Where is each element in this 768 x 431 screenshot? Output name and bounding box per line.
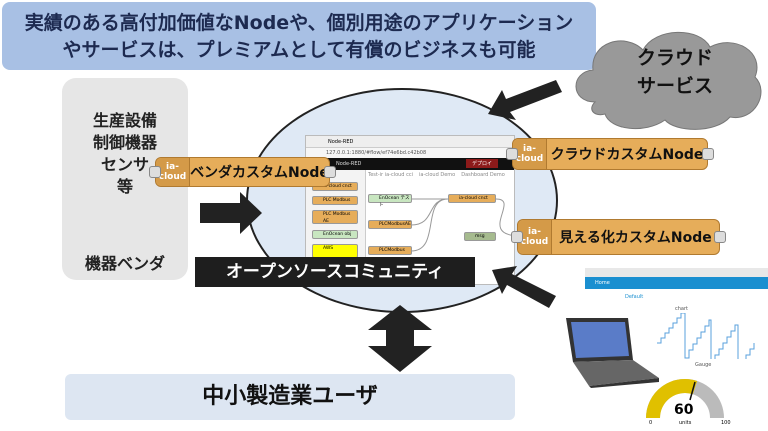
gauge-units: units bbox=[679, 420, 692, 426]
node-port bbox=[702, 148, 714, 160]
sme-users-box: 中小製造業ユーザ bbox=[65, 374, 515, 420]
flow-node[interactable]: PLCModbusAE bbox=[368, 220, 412, 229]
browser-url: 127.0.0.1:1880/#flow/ef74e6bd.c42b08 bbox=[306, 148, 514, 158]
banner-line-2: やサービスは、プレミアムとして有償のビジネスも可能 bbox=[62, 39, 536, 61]
node-label: 見える化カスタムNode bbox=[559, 230, 712, 246]
step-chart bbox=[657, 313, 755, 359]
gauge-min: 0 bbox=[649, 420, 653, 426]
flow-node[interactable]: msg bbox=[464, 232, 496, 241]
visualization-custom-node: ia-cloud 見える化カスタムNode bbox=[511, 219, 726, 255]
dashboard-screenshot: Home Default chart Gauge 60 0 units 100 bbox=[585, 268, 768, 431]
nodered-header: Node-RED デプロイ bbox=[306, 158, 514, 170]
cloud-custom-node: ia-cloud クラウドカスタムNode bbox=[506, 138, 714, 170]
node-port bbox=[324, 166, 336, 178]
node-port bbox=[149, 166, 161, 178]
flow-tab[interactable]: ia-cloud Demo bbox=[418, 172, 456, 178]
laptop-icon bbox=[566, 318, 659, 388]
cloud-shape bbox=[575, 31, 762, 130]
browser-tab: Node-RED bbox=[306, 136, 514, 148]
palette-node[interactable]: EnOcean obj bbox=[312, 230, 358, 239]
vendor-custom-node: ia-cloud ベンダカスタムNode bbox=[149, 157, 336, 187]
node-label: ベンダカスタムNode bbox=[190, 165, 329, 181]
vendor-line: センサ bbox=[100, 155, 149, 174]
flow-node[interactable]: EnOcean テスト bbox=[368, 194, 412, 208]
flow-tabs: Test-ir ia-cloud cci ia-cloud Demo Dashb… bbox=[368, 172, 514, 180]
node-label: クラウドカスタムNode bbox=[550, 147, 704, 163]
node-port bbox=[714, 231, 726, 243]
gauge-max: 100 bbox=[721, 420, 731, 426]
dashboard-group: Default bbox=[625, 294, 644, 300]
node-port bbox=[511, 231, 523, 243]
flow-tab[interactable]: Test-ir ia-cloud cci bbox=[368, 172, 413, 178]
ia-cloud-icon: ia-cloud bbox=[513, 139, 547, 169]
ia-cloud-icon: ia-cloud bbox=[518, 220, 552, 254]
flow-node[interactable]: PLCModbus bbox=[368, 246, 412, 255]
cloud-service-label: クラウド サービス bbox=[600, 44, 750, 100]
palette-node[interactable]: PLC Modbus AE bbox=[312, 210, 358, 224]
gauge-title: Gauge bbox=[695, 362, 712, 368]
node-port bbox=[506, 148, 518, 160]
dashboard-nav[interactable]: Home bbox=[585, 277, 768, 289]
vendor-line: 制御機器 bbox=[92, 133, 157, 152]
arrow-up-left-icon bbox=[492, 266, 556, 308]
vendor-line: 生産設備 bbox=[92, 111, 157, 130]
gauge bbox=[646, 379, 724, 419]
browser-bar bbox=[585, 268, 768, 277]
palette-node[interactable]: PLC Modbus bbox=[312, 196, 358, 205]
double-vertical-arrow-icon bbox=[368, 305, 432, 372]
flow-wires bbox=[410, 198, 514, 252]
cloud-line-1: クラウド bbox=[636, 47, 713, 69]
vendor-label: 機器ベンダ bbox=[84, 254, 165, 273]
deploy-button[interactable]: デプロイ bbox=[465, 159, 498, 168]
flow-node[interactable]: ia-cloud cnct bbox=[448, 194, 496, 203]
cloud-line-2: サービス bbox=[636, 75, 713, 97]
open-source-community-label: オープンソースコミュニティ bbox=[195, 257, 475, 287]
chart-title: chart bbox=[675, 306, 688, 312]
ia-cloud-icon: ia-cloud bbox=[156, 158, 190, 186]
flow-tab[interactable]: Dashboard Demo bbox=[461, 172, 505, 178]
premium-business-banner: 実績のある高付加価値なNodeや、個別用途のアプリケーション やサービスは、プレ… bbox=[2, 2, 596, 70]
arrow-down-left-icon bbox=[488, 80, 562, 120]
gauge-value: 60 bbox=[674, 402, 694, 418]
banner-line-1: 実績のある高付加価値なNodeや、個別用途のアプリケーション bbox=[24, 12, 574, 34]
arrow-right-icon bbox=[200, 192, 262, 234]
vendor-line: 等 bbox=[116, 177, 133, 196]
nodered-brand: Node-RED bbox=[336, 161, 362, 167]
